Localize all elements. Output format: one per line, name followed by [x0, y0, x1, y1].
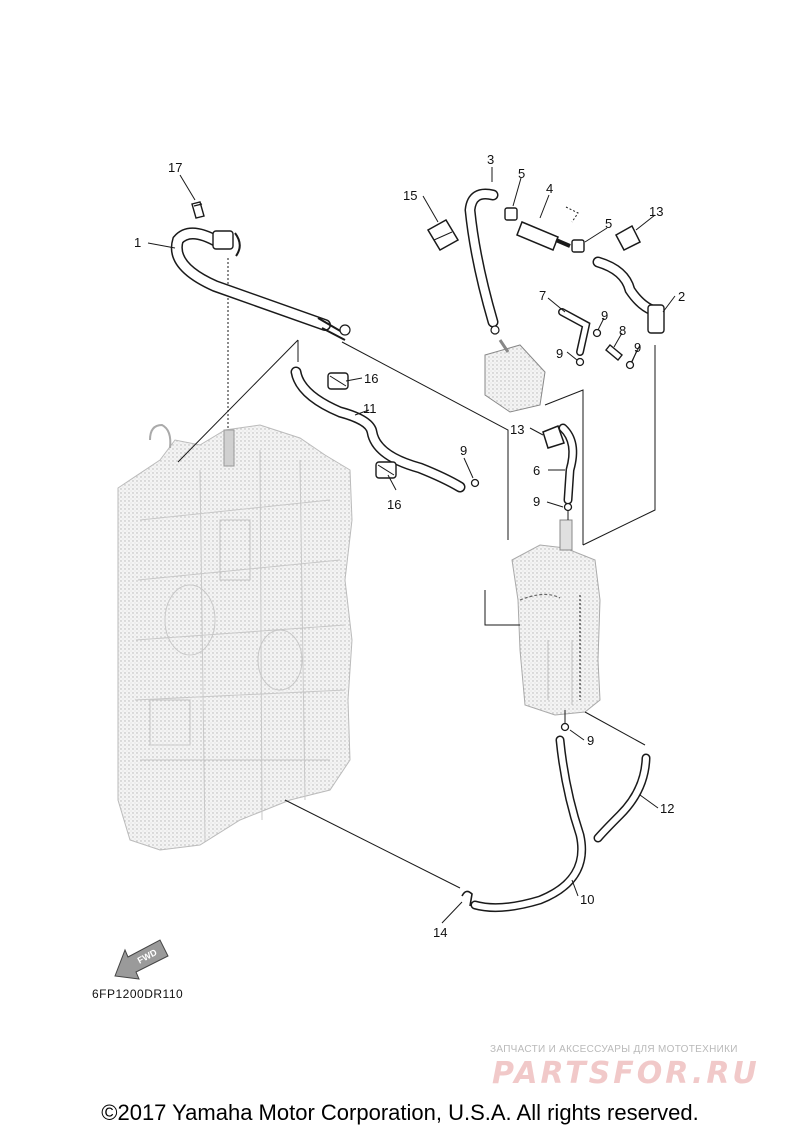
engine-block: [117, 423, 353, 851]
callout-16a: 16: [364, 371, 378, 386]
fuel-hose-1: [170, 227, 351, 341]
hose-clip-17: [191, 201, 205, 219]
fuel-hose-2: [592, 256, 665, 334]
watermark-logo: PARTSFOR.RU: [492, 1056, 760, 1091]
hose-holder-13a: [614, 224, 642, 251]
callout-6: 6: [533, 463, 540, 478]
joint-4: [516, 206, 579, 251]
breather-housing: [484, 339, 546, 413]
fwd-arrow-icon: FWD: [114, 939, 169, 980]
callout-2: 2: [678, 289, 685, 304]
callout-9-bottom: 9: [587, 733, 594, 748]
joint-8: [605, 344, 623, 361]
clip-14: [461, 890, 473, 907]
clamp-9e: [563, 502, 573, 512]
callout-1: 1: [134, 235, 141, 250]
clamp-9b: [592, 328, 602, 338]
callout-13a: 13: [649, 204, 663, 219]
callout-17: 17: [168, 160, 182, 175]
callout-15: 15: [403, 188, 417, 203]
hose-12: [593, 753, 651, 843]
vapor-separator-tank: [511, 519, 601, 716]
callout-9c: 9: [556, 346, 563, 361]
callout-9b: 9: [601, 308, 608, 323]
clamp-9a: [470, 478, 480, 488]
callout-9d: 9: [634, 340, 641, 355]
copyright-notice: ©2017 Yamaha Motor Corporation, U.S.A. A…: [101, 1100, 699, 1125]
callout-5b: 5: [605, 216, 612, 231]
callout-5a: 5: [518, 166, 525, 181]
callout-9e: 9: [533, 494, 540, 509]
clamp-9d: [625, 360, 635, 370]
clamp-5a: [504, 207, 518, 221]
hose-7: [558, 308, 591, 356]
callout-12: 12: [660, 801, 674, 816]
callout-10: 10: [580, 892, 594, 907]
callout-8: 8: [619, 323, 626, 338]
callout-14: 14: [433, 925, 447, 940]
hose-holder-16a: [327, 372, 349, 390]
callout-9a: 9: [460, 443, 467, 458]
clamp-9c: [575, 357, 585, 367]
callout-11: 11: [363, 401, 377, 416]
callout-3: 3: [487, 152, 494, 167]
fuel-hose-11: [290, 366, 466, 493]
drawing-code: 6FP1200DR110: [92, 987, 184, 1001]
hose-6: [558, 423, 578, 505]
watermark-tagline: ЗАПЧАСТИ И АКСЕССУАРЫ ДЛЯ МОТОТЕХНИКИ: [490, 1044, 738, 1055]
clamp-9-bottom: [560, 722, 570, 732]
hose-3: [464, 188, 500, 335]
callout-7: 7: [539, 288, 546, 303]
callout-leaders: [147, 167, 676, 924]
hose-holder-15: [426, 218, 460, 252]
callout-16b: 16: [387, 497, 401, 512]
drain-hose-10: [470, 735, 587, 913]
hose-holder-13b: [542, 425, 565, 449]
callout-labels: 1 17 3 5 4 15 5 13 2 7 9 8 9 9 16 11 13 …: [134, 152, 685, 940]
hose-holder-16b: [375, 461, 397, 479]
callout-13b: 13: [510, 422, 524, 437]
callout-4: 4: [546, 181, 553, 196]
clamp-5b: [571, 239, 585, 253]
